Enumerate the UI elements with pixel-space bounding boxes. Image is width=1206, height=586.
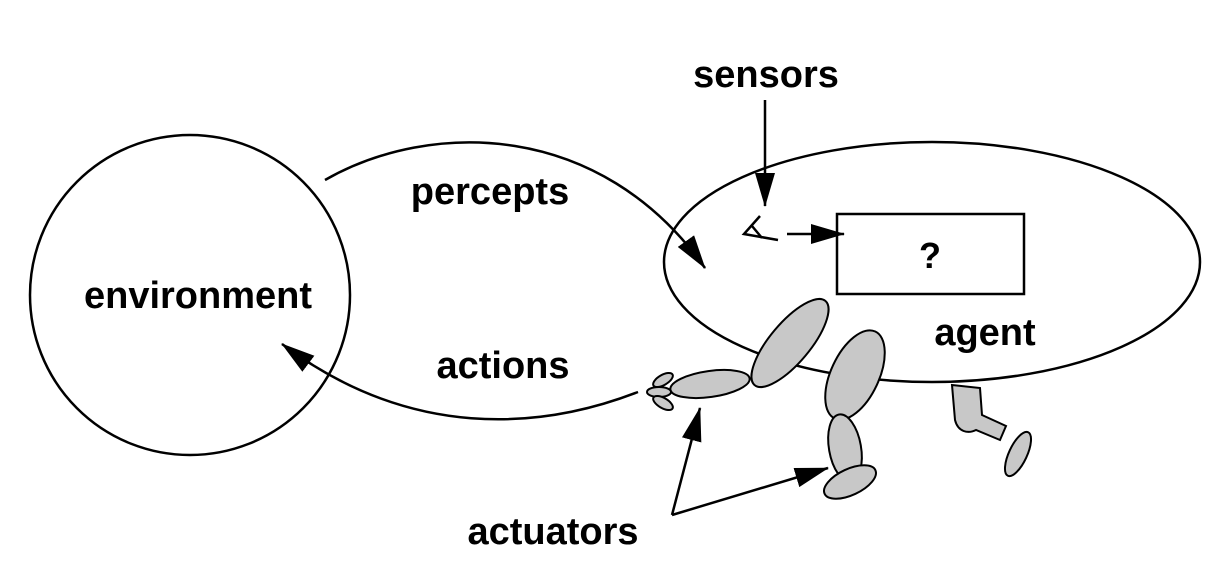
actuators-pointer-leg [671,466,829,517]
actuator-arm [646,297,830,411]
eye-icon [741,215,779,242]
environment-circle [28,133,352,457]
environment-label: environment [84,275,312,317]
actuator-front-leg [823,329,886,500]
agent-label: agent [934,312,1036,354]
agent-ellipse [662,140,1202,384]
actuators-pointer-arm [670,407,702,516]
actions-label: actions [436,345,569,387]
agent-program-box [835,212,1026,296]
actions-arrow [281,342,639,421]
percepts-label: percepts [411,171,569,213]
actuators-label: actuators [467,511,638,553]
sensors-label: sensors [693,54,839,96]
percepts-arrow [324,141,707,269]
agent-program-unknown: ? [919,235,941,276]
actuator-back-leg [950,383,1033,478]
